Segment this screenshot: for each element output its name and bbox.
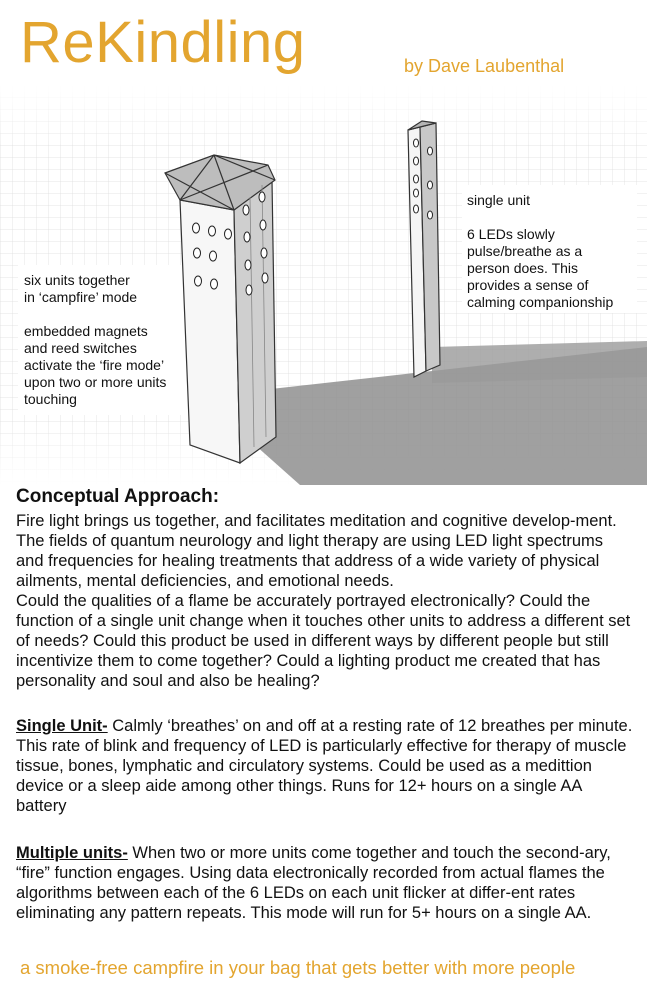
section-heading: Conceptual Approach: xyxy=(16,486,220,507)
annotation-line: person does. This xyxy=(467,260,579,276)
annotation-line: upon two or more units xyxy=(24,374,167,390)
concept-body: Fire light brings us together, and facil… xyxy=(16,511,634,691)
concept-questions: Could the qualities of a flame be accura… xyxy=(16,592,631,690)
single-unit-label: Single Unit- xyxy=(16,717,108,735)
annotation-line: activate the ‘fire mode’ xyxy=(24,357,165,373)
annotation-line: touching xyxy=(24,391,77,407)
annotation-line: provides a sense of xyxy=(467,277,589,293)
six-unit-cluster xyxy=(164,154,277,465)
annotation-line: embedded magnets xyxy=(24,323,148,339)
annotation-line: single unit xyxy=(467,192,531,208)
annotation-line: calming companionship xyxy=(467,294,614,310)
annotation-line: 6 LEDs slowly xyxy=(467,226,555,242)
single-unit-annotation: single unit 6 LEDs slowly pulse/breathe … xyxy=(467,192,613,311)
annotation-line: six units together xyxy=(24,272,130,288)
cluster-shadow xyxy=(255,347,647,485)
multiple-units-text: When two or more units come together and… xyxy=(16,844,611,922)
concept-paragraph: Fire light brings us together, and facil… xyxy=(16,512,617,590)
page-title: ReKindling xyxy=(20,10,306,75)
campfire-mode-annotation: six units together in ‘campfire’ mode em… xyxy=(24,272,166,408)
multiple-units-section: Multiple units- When two or more units c… xyxy=(16,843,634,923)
annotation-line: and reed switches xyxy=(24,340,137,356)
single-unit xyxy=(407,120,441,378)
annotation-line: in ‘campfire’ mode xyxy=(24,289,138,305)
multiple-units-label: Multiple units- xyxy=(16,844,128,862)
single-unit-text: Calmly ‘breathes’ on and off at a restin… xyxy=(16,717,633,815)
tagline: a smoke-free campfire in your bag that g… xyxy=(20,957,576,978)
annotation-line: pulse/breathe as a xyxy=(467,243,583,259)
single-unit-shadow xyxy=(432,341,647,383)
single-unit-section: Single Unit- Calmly ‘breathes’ on and of… xyxy=(16,716,634,816)
author-byline: by Dave Laubenthal xyxy=(404,56,565,76)
product-sketch xyxy=(0,85,647,485)
